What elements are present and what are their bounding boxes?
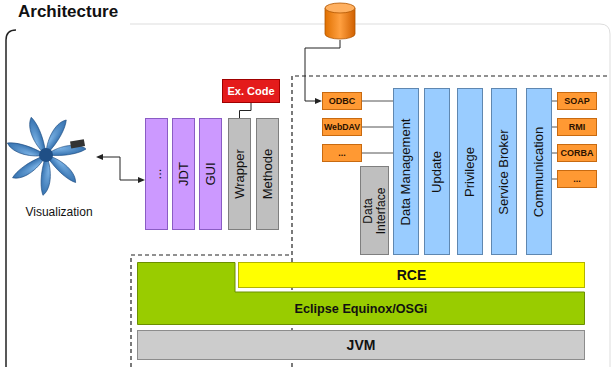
layer-outline [137, 262, 585, 325]
node-text: RCE [397, 267, 427, 283]
service-column: Update [424, 88, 450, 255]
node-text: RMI [569, 122, 586, 132]
node-text: JDT [177, 122, 191, 226]
node-text: WebDAV [324, 122, 360, 132]
rce-layer: RCE [238, 262, 585, 288]
service-column: Privilege [457, 88, 483, 255]
node-text: ODBC [329, 96, 356, 106]
service-column: Communication [526, 88, 552, 255]
caption-label: Visualization [6, 205, 112, 219]
service-column: Service Broker [491, 88, 517, 255]
node-text: Methode [261, 122, 275, 226]
node-text: Service Broker [497, 92, 511, 251]
link-line [102, 157, 141, 180]
node-text: ... [150, 122, 164, 226]
database-icon [325, 3, 355, 39]
data-interface-box: Data Interface [360, 166, 389, 255]
node-text: GUI [204, 122, 218, 226]
arrow-head [96, 154, 103, 160]
node-text: Eclipse Equinox/OSGi [137, 292, 585, 325]
node-text: Ex. Code [227, 85, 274, 97]
jvm-layer: JVM [137, 330, 585, 360]
node-text: Communication [532, 92, 546, 251]
wrapper-box: Wrapper [228, 118, 251, 230]
node-text: Data Management [399, 92, 413, 251]
node-text: ... [338, 148, 346, 158]
node-text: Update [430, 92, 444, 251]
node-text: SOAP [564, 96, 590, 106]
node-text: ... [573, 174, 581, 184]
arrow-head [315, 98, 322, 104]
interface-box: WebDAV [322, 118, 362, 136]
osgi-layer: Eclipse Equinox/OSGi [137, 262, 585, 325]
protocol-box: RMI [557, 118, 597, 136]
plugin-box: ... [145, 118, 168, 230]
interface-box: ... [322, 144, 362, 162]
arrow-head [138, 177, 145, 183]
diagram-title: Architecture [18, 2, 118, 22]
node-text: CORBA [561, 148, 594, 158]
protocol-box: CORBA [557, 144, 597, 162]
node-text: JVM [347, 337, 376, 353]
fan-icon [6, 116, 86, 196]
frame-line [6, 30, 16, 367]
service-column: Data Management [393, 88, 419, 255]
external-code-box: Ex. Code [222, 79, 280, 103]
node-text: Wrapper [233, 122, 247, 226]
interface-box: ODBC [322, 92, 362, 110]
method-box: Methode [256, 118, 279, 230]
protocol-box: SOAP [557, 92, 597, 110]
connector [240, 103, 252, 118]
protocol-box: ... [557, 170, 597, 188]
plugin-box: JDT [172, 118, 195, 230]
plugin-box: GUI [199, 118, 222, 230]
frame-line [130, 24, 610, 367]
node-text: Data Interface [362, 178, 387, 244]
node-text: Privilege [463, 92, 477, 251]
